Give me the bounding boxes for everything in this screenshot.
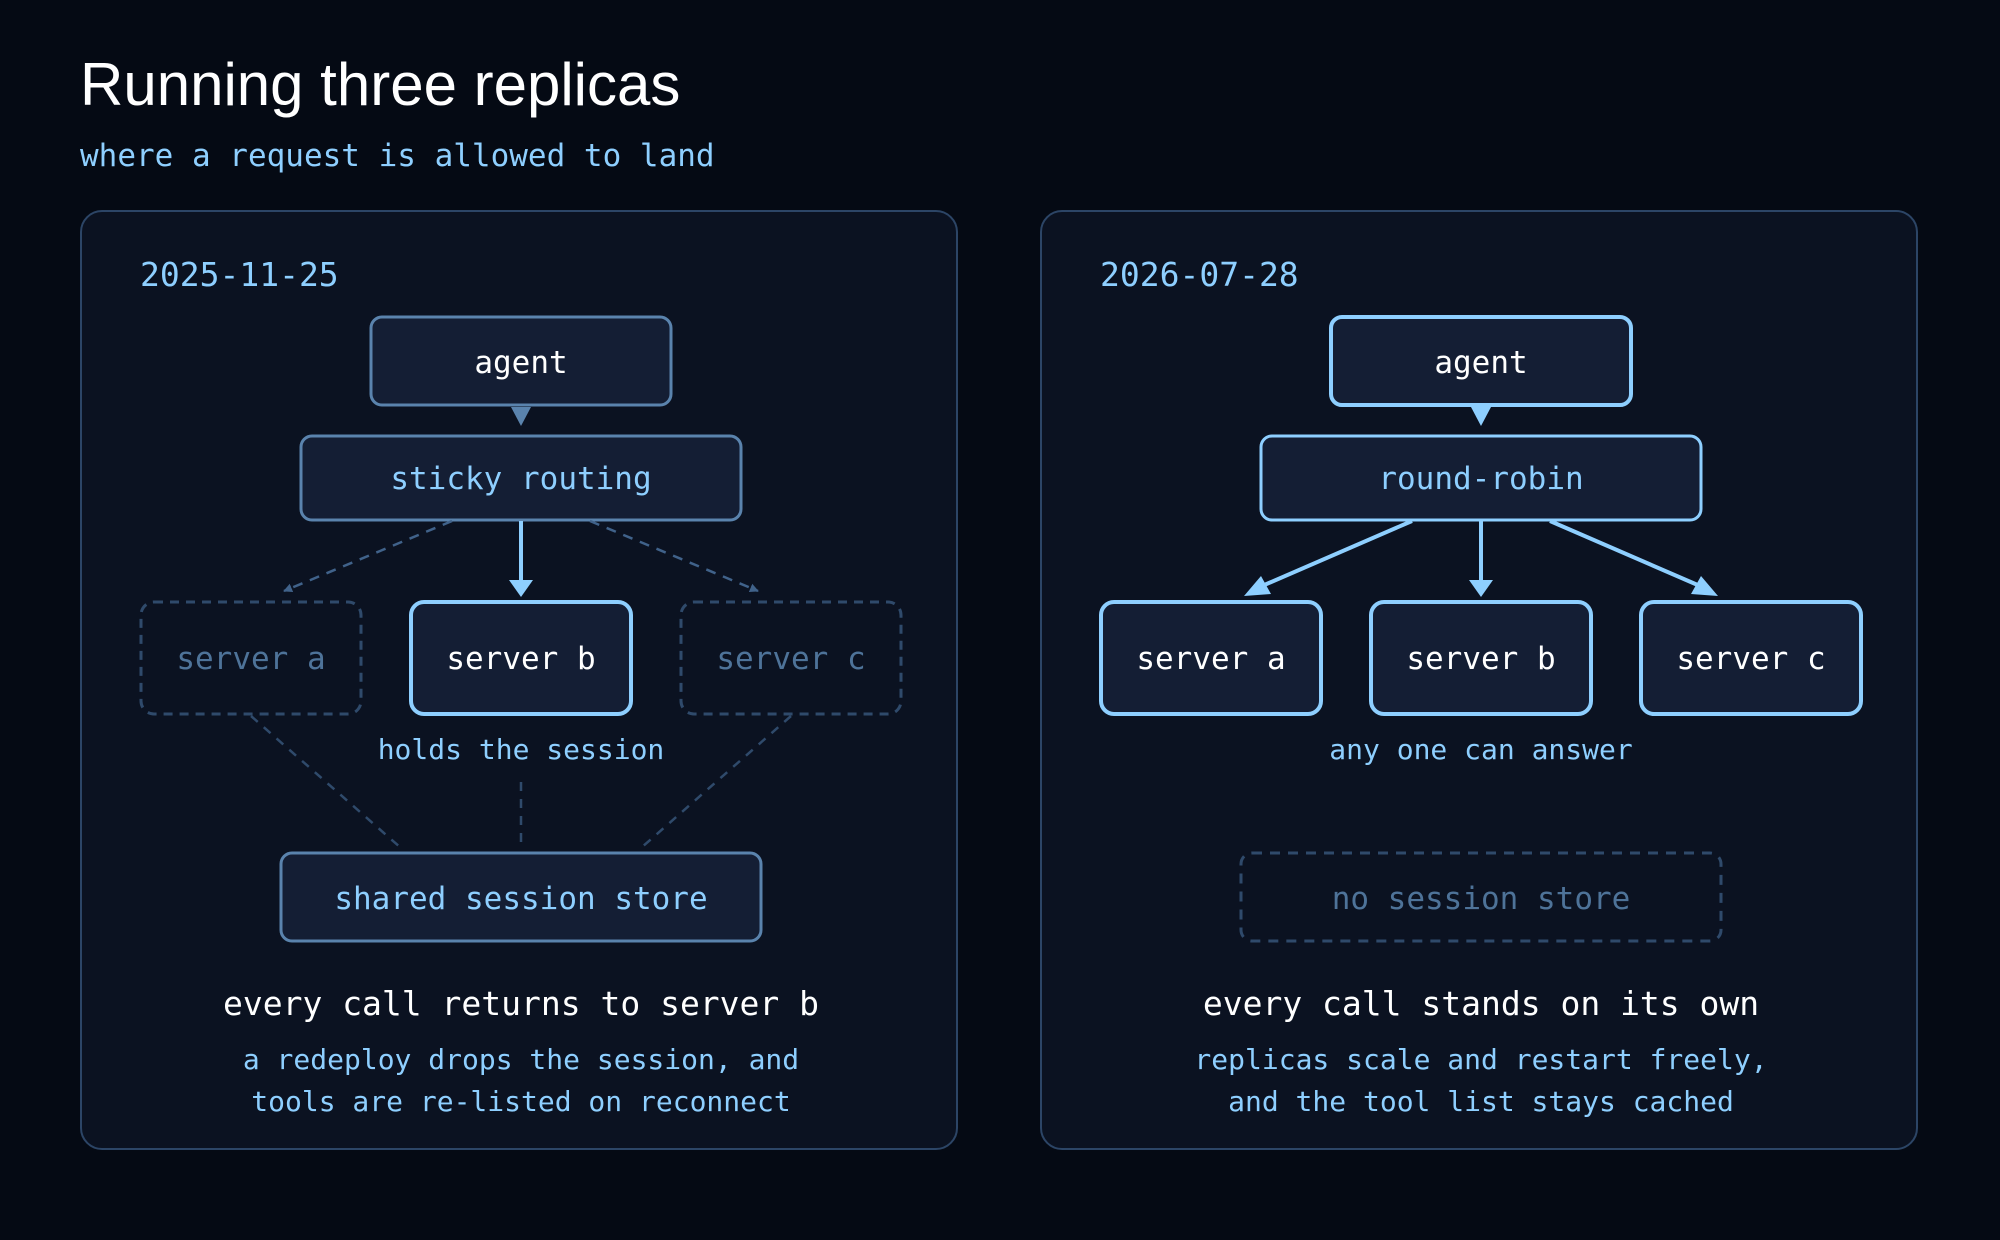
sticky-routing-diagram: 2025-11-25 agent sticky routing server a…: [139, 255, 903, 1118]
note-line-2: tools are re-listed on reconnect: [251, 1085, 790, 1118]
agent-node: agent: [369, 315, 673, 407]
agent-node: agent: [1329, 315, 1633, 407]
note-line-2: and the tool list stays cached: [1228, 1085, 1734, 1118]
page-title: Running three replicas: [80, 51, 681, 118]
server-c-label: server c: [1676, 641, 1825, 677]
server-b-node: server b: [409, 600, 633, 716]
route-arrow-server-a: [283, 519, 453, 593]
agent-label: agent: [474, 345, 567, 381]
session-store-node: no session store: [1239, 851, 1723, 943]
router-node: round-robin: [1259, 434, 1703, 522]
server-c-node: server c: [679, 600, 903, 716]
session-store-node: shared session store: [279, 851, 763, 943]
server-c-node: server c: [1639, 600, 1863, 716]
server-caption: any one can answer: [1329, 733, 1632, 766]
router-node: sticky routing: [299, 434, 743, 522]
agent-label: agent: [1434, 345, 1527, 381]
version-date: 2025-11-25: [140, 255, 339, 294]
router-label: round-robin: [1378, 461, 1583, 497]
route-arrowhead-server-a: [1244, 576, 1271, 596]
server-a-label: server a: [1136, 641, 1285, 677]
route-arrow-server-c: [1549, 519, 1701, 588]
server-b-node: server b: [1369, 600, 1593, 716]
note-line-1: replicas scale and restart freely,: [1194, 1043, 1767, 1076]
panel-round-robin: 2026-07-28 agent round-robin server a se…: [1040, 210, 1918, 1150]
route-arrowhead-server-c: [1691, 576, 1718, 596]
round-robin-diagram: 2026-07-28 agent round-robin server a se…: [1099, 255, 1863, 1118]
session-store-label: shared session store: [334, 881, 707, 917]
server-c-label: server c: [716, 641, 865, 677]
agent-to-router-arrow: [511, 407, 531, 426]
version-date: 2026-07-28: [1100, 255, 1299, 294]
server-a-node: server a: [139, 600, 363, 716]
route-arrowhead-server-b: [1469, 580, 1493, 597]
page-subtitle: where a request is allowed to land: [80, 138, 715, 174]
server-a-label: server a: [176, 641, 325, 677]
server-caption: holds the session: [378, 733, 665, 766]
summary-text: every call returns to server b: [223, 984, 819, 1023]
panel-sticky-routing: 2025-11-25 agent sticky routing server a…: [80, 210, 958, 1150]
session-store-label: no session store: [1332, 881, 1631, 917]
agent-to-router-arrow: [1471, 407, 1491, 426]
summary-text: every call stands on its own: [1203, 984, 1759, 1023]
router-label: sticky routing: [390, 461, 651, 497]
server-b-label: server b: [446, 641, 595, 677]
route-arrowhead-server-b: [509, 580, 533, 597]
route-arrow-server-a: [1261, 519, 1413, 588]
route-arrow-server-c: [589, 519, 759, 593]
note-line-1: a redeploy drops the session, and: [243, 1043, 799, 1076]
server-a-node: server a: [1099, 600, 1323, 716]
server-b-label: server b: [1406, 641, 1555, 677]
